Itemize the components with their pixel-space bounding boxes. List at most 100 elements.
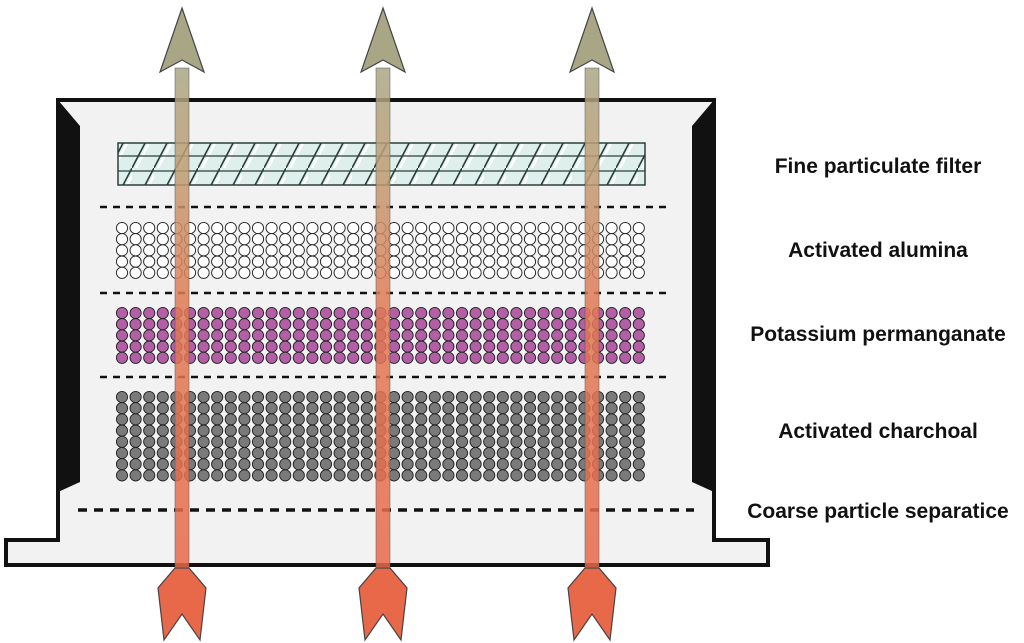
granule	[415, 351, 428, 364]
granule	[401, 306, 414, 320]
granule	[564, 266, 577, 279]
granule	[333, 244, 346, 257]
granule	[292, 244, 305, 257]
granule	[428, 424, 441, 437]
granule	[455, 446, 469, 460]
granule	[483, 351, 496, 364]
granule	[564, 306, 577, 320]
granule	[306, 340, 319, 353]
granule	[238, 446, 251, 460]
granule	[401, 266, 414, 279]
granule	[129, 221, 142, 235]
granule	[197, 329, 210, 342]
granule	[496, 413, 509, 426]
layer-label-fine-particulate-filter: Fine particulate filter	[774, 155, 982, 178]
granule	[238, 340, 251, 353]
granule	[510, 402, 523, 415]
granule	[401, 458, 414, 471]
granule	[129, 244, 142, 257]
granule	[292, 458, 305, 471]
granule	[238, 329, 251, 342]
granule	[265, 244, 278, 257]
granule	[197, 458, 210, 471]
granule	[632, 469, 645, 482]
granule	[401, 469, 414, 482]
granule	[156, 318, 169, 331]
granule	[115, 244, 129, 257]
granule	[238, 424, 251, 437]
granule	[469, 413, 482, 426]
granule	[347, 306, 360, 320]
granule	[360, 424, 373, 437]
granule	[605, 266, 618, 279]
granule	[143, 390, 156, 404]
granule	[523, 402, 537, 415]
granule	[238, 266, 251, 279]
granule	[455, 244, 469, 257]
granule	[319, 329, 333, 342]
granule	[211, 233, 224, 246]
granule	[360, 413, 373, 426]
granule	[523, 351, 537, 364]
granule	[415, 446, 428, 460]
granule	[496, 266, 509, 279]
granule	[551, 351, 564, 364]
granule	[455, 318, 469, 331]
granule	[292, 390, 305, 404]
granule	[238, 318, 251, 331]
granule	[156, 244, 169, 257]
granule	[333, 402, 346, 415]
granule	[455, 266, 469, 279]
granule	[115, 413, 129, 426]
granule	[510, 390, 523, 404]
layer-label-potassium-permanganate: Potassium permanganate	[750, 323, 1006, 346]
granule	[496, 469, 509, 482]
granule	[129, 340, 142, 353]
granule	[619, 255, 632, 268]
granule	[292, 255, 305, 268]
granule	[469, 402, 482, 415]
granule	[564, 233, 577, 246]
granule	[537, 446, 550, 460]
granule	[401, 446, 414, 460]
granule	[496, 435, 509, 448]
granule	[551, 266, 564, 279]
granule	[251, 351, 265, 364]
granule	[537, 435, 550, 448]
granule	[143, 413, 156, 426]
granule	[197, 340, 210, 353]
granule	[279, 244, 292, 257]
granule	[619, 244, 632, 257]
granule	[537, 244, 550, 257]
granule	[401, 233, 414, 246]
granule	[401, 424, 414, 437]
granule	[619, 233, 632, 246]
granule	[523, 424, 537, 437]
granule	[469, 244, 482, 257]
granule	[537, 221, 550, 235]
granule	[551, 458, 564, 471]
granule	[605, 390, 618, 404]
granule	[360, 255, 373, 268]
granule	[469, 329, 482, 342]
granule	[415, 306, 428, 320]
granule	[523, 446, 537, 460]
granule	[415, 233, 428, 246]
granule	[251, 255, 265, 268]
granule	[360, 469, 373, 482]
granule	[619, 469, 632, 482]
granule	[428, 244, 441, 257]
granule	[306, 351, 319, 364]
granule	[469, 318, 482, 331]
granule	[156, 469, 169, 482]
granule	[605, 413, 618, 426]
granule	[129, 469, 142, 482]
granule	[360, 244, 373, 257]
granule	[251, 413, 265, 426]
granule	[510, 221, 523, 235]
granule	[279, 318, 292, 331]
granule	[632, 255, 645, 268]
granule	[455, 390, 469, 404]
granule	[469, 266, 482, 279]
granule	[537, 318, 550, 331]
